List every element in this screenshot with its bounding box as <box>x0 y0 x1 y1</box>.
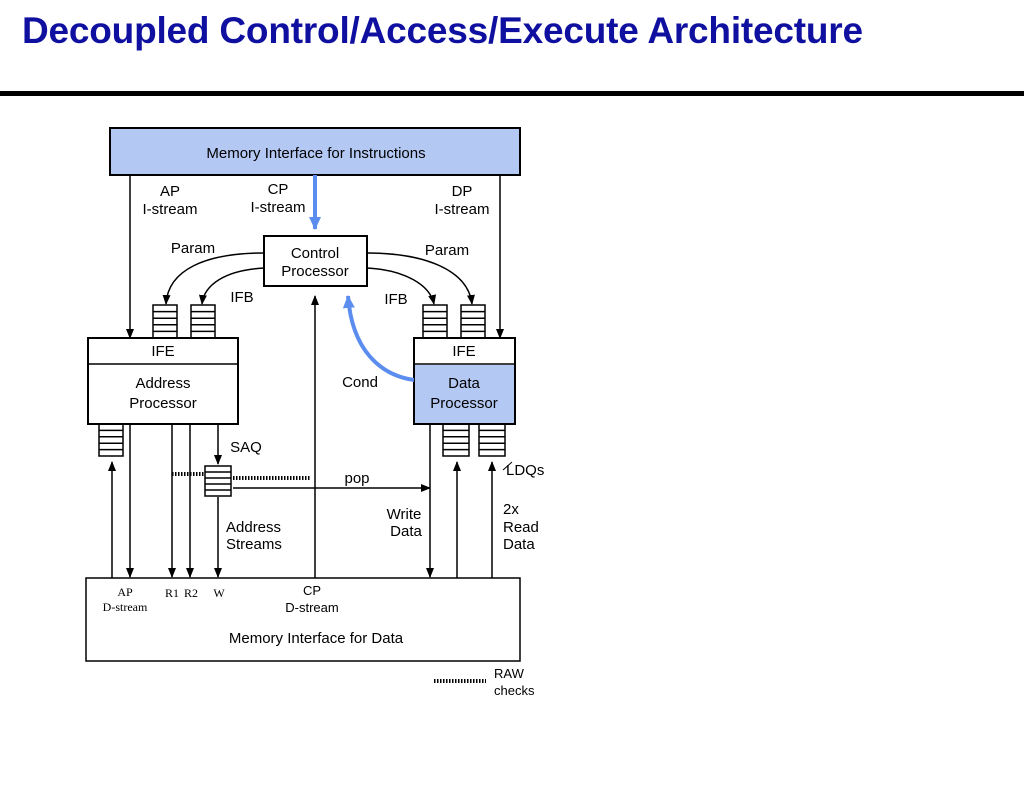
ifb-queue-ap-param <box>152 304 178 339</box>
w-label: W <box>213 586 225 600</box>
ifb-left-arrow <box>198 267 265 305</box>
cond-label: Cond <box>342 374 378 391</box>
dp-istream-label-1: DP <box>452 183 473 200</box>
saq-queue <box>204 465 232 497</box>
param-right-arrow <box>366 252 475 305</box>
control-processor-label-2: Processor <box>281 263 349 280</box>
read-data-label-1: 2x <box>503 501 519 518</box>
r2-label: R2 <box>184 586 198 600</box>
raw-checks-label-1: RAW <box>494 666 525 681</box>
control-processor-box: Control Processor <box>263 235 368 287</box>
ap-load-queue <box>98 423 124 457</box>
memory-interface-data: AP D-stream R1 R2 W CP D-stream Memory I… <box>85 577 521 662</box>
control-processor-label-1: Control <box>291 245 339 262</box>
r1-label: R1 <box>165 586 179 600</box>
ife-right-label: IFE <box>452 343 475 360</box>
cp-istream-label-2: I-stream <box>250 199 305 216</box>
ldqs-label: LDQs <box>506 462 544 479</box>
address-processor-box: IFE Address Processor <box>87 337 239 425</box>
dp-istream-label-2: I-stream <box>434 201 489 218</box>
ldq-queue-1 <box>442 423 470 457</box>
memory-interface-instructions: Memory Interface for Instructions <box>109 127 521 176</box>
cp-dstream-label-2: D-stream <box>285 600 338 615</box>
ifb-left-label: IFB <box>230 289 253 306</box>
memory-data-label: Memory Interface for Data <box>229 630 404 647</box>
ifb-right-label: IFB <box>384 291 407 308</box>
param-right-label: Param <box>425 242 469 259</box>
ap-istream-label-2: I-stream <box>142 201 197 218</box>
ifb-queue-dp-param <box>460 304 486 339</box>
memory-instr-label: Memory Interface for Instructions <box>206 145 425 162</box>
write-data-label-1: Write <box>387 506 422 523</box>
pop-label: pop <box>344 470 369 487</box>
ifb-queue-dp-ifb <box>422 304 448 339</box>
address-streams-label-2: Streams <box>226 536 282 553</box>
saq-label: SAQ <box>230 439 262 456</box>
param-left-arrow <box>162 252 265 305</box>
cp-istream-label-1: CP <box>268 181 289 198</box>
ap-dstream-label-1: AP <box>117 585 133 599</box>
param-left-label: Param <box>171 240 215 257</box>
cp-dstream-label-1: CP <box>303 583 321 598</box>
address-processor-label-2: Processor <box>129 395 197 412</box>
address-processor-label-1: Address <box>135 375 190 392</box>
ifb-queue-ap-ifb <box>190 304 216 339</box>
address-streams-label-1: Address <box>226 519 281 536</box>
write-data-label-2: Data <box>390 523 422 540</box>
ldq-queue-2 <box>478 423 506 457</box>
cond-arrow <box>342 295 415 382</box>
raw-checks-legend: RAW checks <box>434 666 535 698</box>
data-processor-box: IFE Data Processor <box>413 337 516 425</box>
read-data-label-3: Data <box>503 536 535 553</box>
slide-title: Decoupled Control/Access/Execute Archite… <box>22 10 863 51</box>
title-rule <box>0 91 1024 96</box>
ap-dstream-label-2: D-stream <box>103 600 148 614</box>
ife-left-label: IFE <box>151 343 174 360</box>
raw-checks-label-2: checks <box>494 683 535 698</box>
read-data-label-2: Read <box>503 519 539 536</box>
ap-istream-label-1: AP <box>160 183 180 200</box>
data-processor-label-1: Data <box>448 375 480 392</box>
data-processor-label-2: Processor <box>430 395 498 412</box>
ldqs-pointer <box>502 461 513 471</box>
ifb-right-arrow <box>366 267 437 305</box>
